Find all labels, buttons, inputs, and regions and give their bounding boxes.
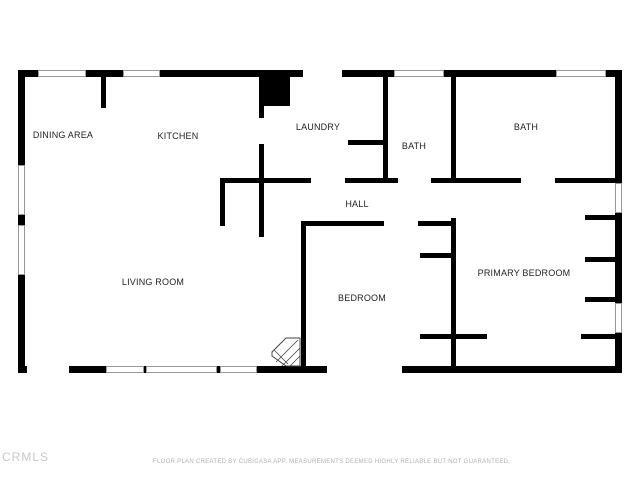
wall — [18, 366, 27, 373]
room-label-dining: DINING AREA — [32, 130, 94, 140]
disclaimer: FLOOR PLAN CREATED BY CUBICASA APP. MEAS… — [153, 459, 511, 465]
wall — [431, 178, 521, 183]
crmls-logo: CRMLS — [2, 450, 50, 464]
chimney — [259, 70, 290, 106]
room-label-primary: PRIMARY BEDROOM — [477, 268, 571, 278]
wall — [585, 215, 620, 220]
wall — [402, 366, 622, 373]
wall — [615, 70, 622, 373]
wall — [220, 178, 311, 183]
room-label-living: LIVING ROOM — [121, 277, 185, 287]
room-label-kitchen: KITCHEN — [157, 131, 199, 141]
wall — [348, 140, 386, 145]
wall — [220, 178, 225, 226]
wall — [101, 70, 106, 108]
wall — [301, 221, 306, 371]
wall — [555, 178, 621, 183]
wall — [259, 144, 264, 237]
window — [220, 366, 257, 373]
window — [38, 70, 86, 77]
wall — [301, 221, 384, 226]
wall — [418, 221, 456, 226]
window — [123, 70, 160, 77]
room-label-bath: BATH — [401, 141, 427, 151]
wall — [585, 257, 620, 262]
fireplace-icon — [271, 337, 301, 367]
wall — [259, 70, 264, 118]
window — [18, 225, 25, 275]
doorway — [303, 70, 342, 77]
wall — [383, 70, 388, 183]
window — [106, 366, 144, 373]
wall — [18, 70, 303, 77]
wall — [420, 334, 487, 339]
window — [556, 70, 606, 77]
wall — [420, 253, 454, 258]
window — [615, 303, 622, 333]
room-label-laundry: LAUNDRY — [295, 122, 341, 132]
window — [615, 183, 622, 213]
window — [18, 165, 25, 215]
room-label-bath-2: BATH — [513, 122, 539, 132]
wall — [451, 218, 456, 370]
room-label-hall: HALL — [345, 199, 369, 209]
wall — [581, 334, 620, 339]
wall — [342, 70, 620, 77]
wall — [345, 178, 398, 183]
window — [394, 70, 444, 77]
wall — [451, 70, 456, 183]
wall — [585, 297, 620, 302]
wall — [18, 70, 25, 373]
window — [146, 366, 217, 373]
room-label-bedroom: BEDROOM — [338, 293, 386, 303]
